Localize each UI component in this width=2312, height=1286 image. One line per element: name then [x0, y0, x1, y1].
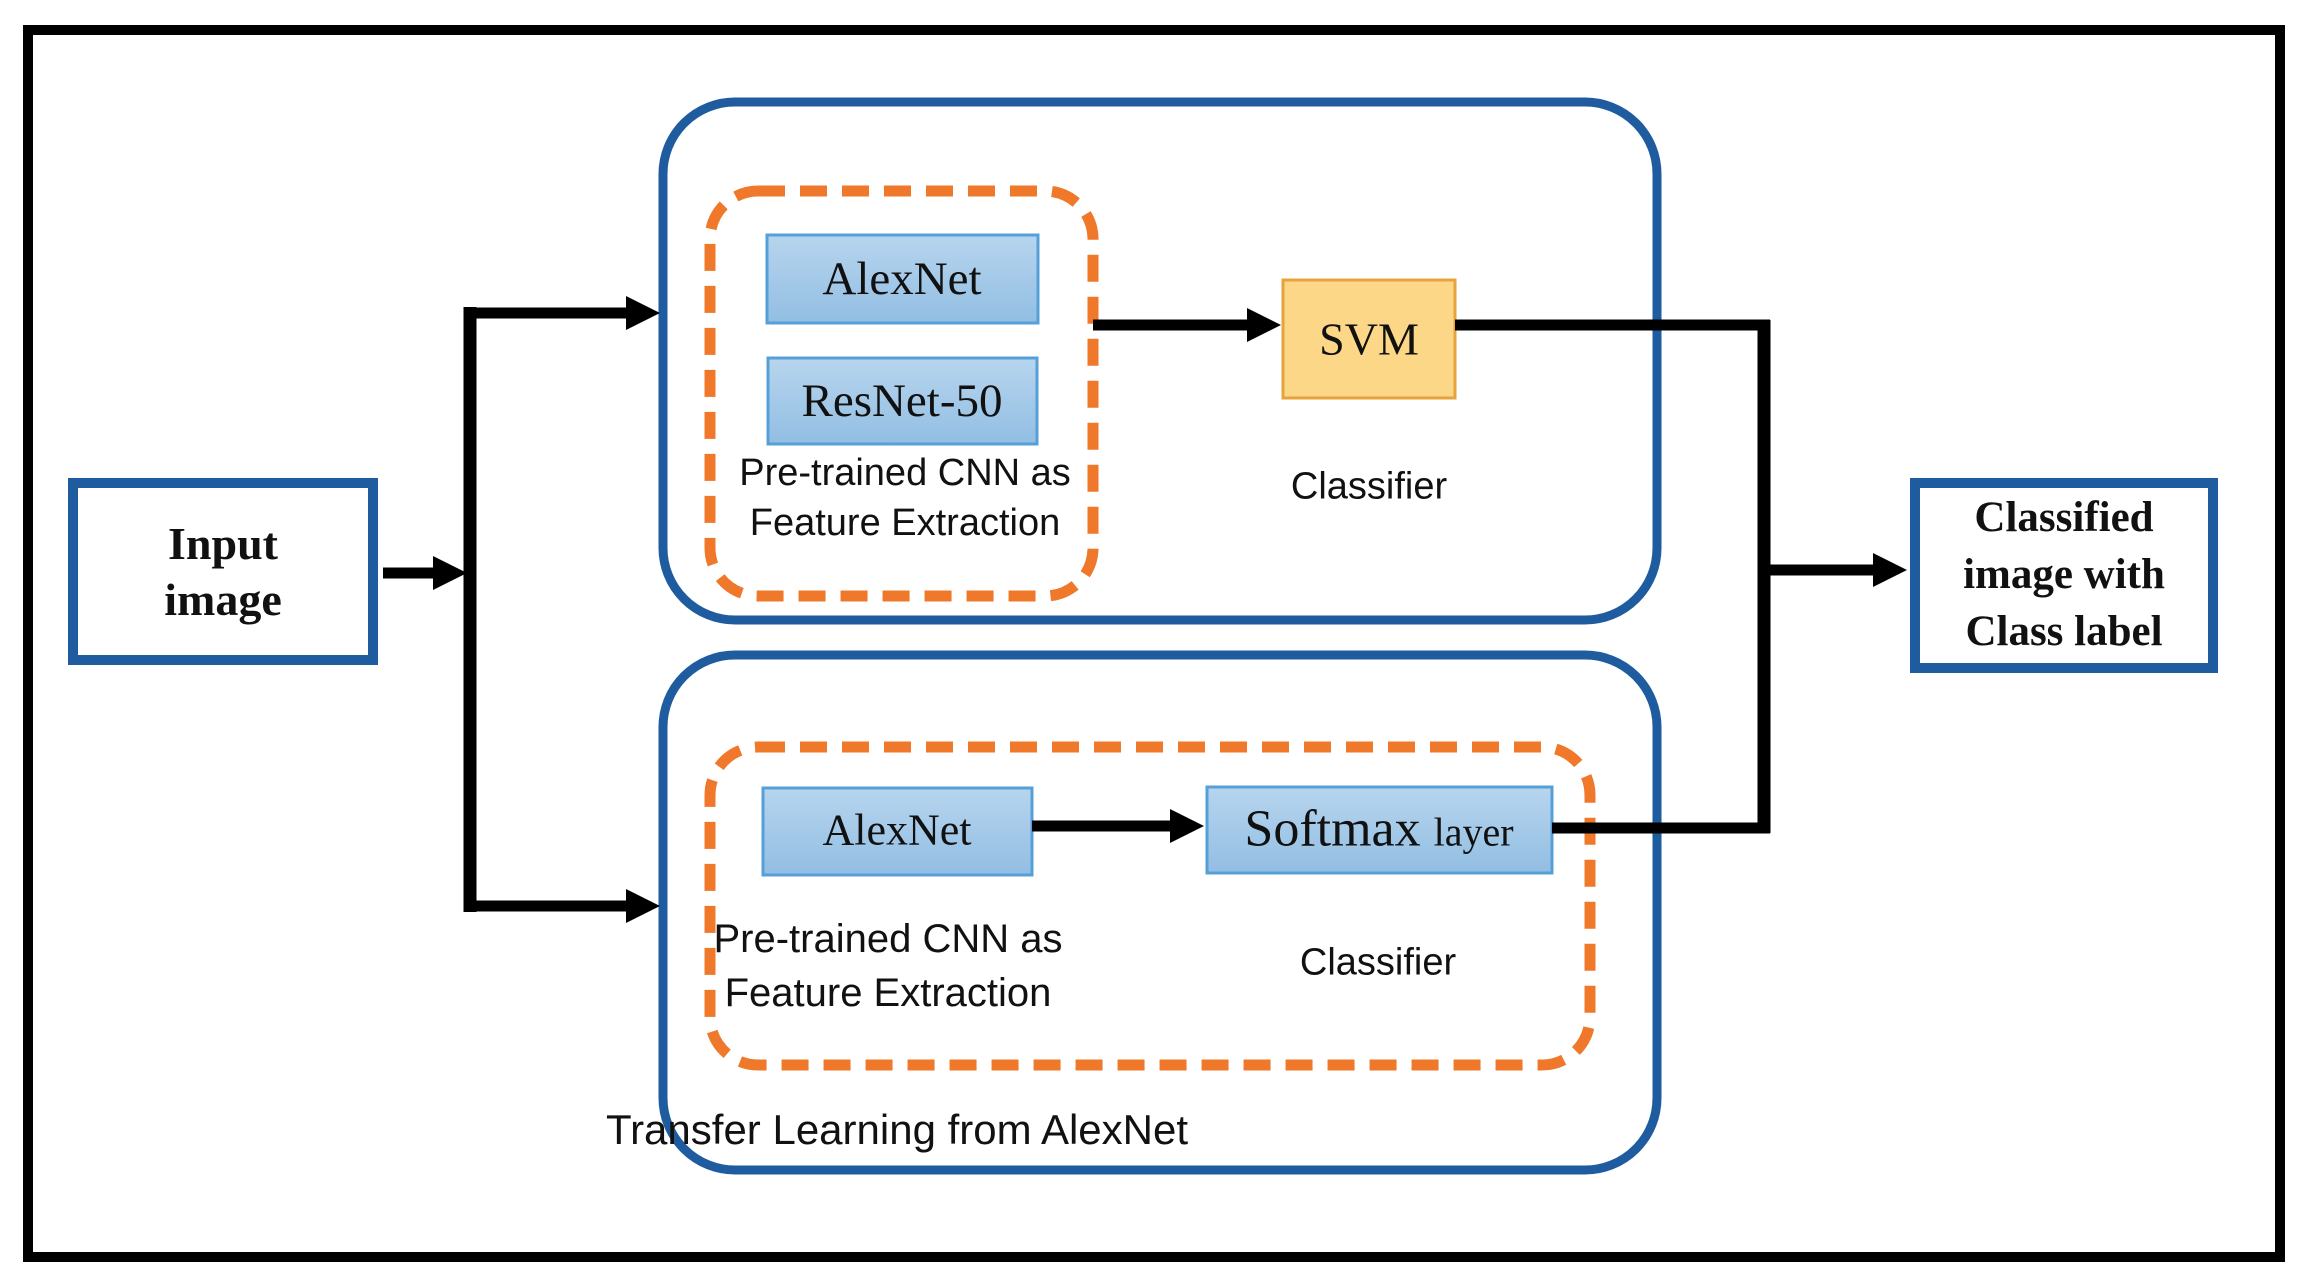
top-feature-extraction-group — [704, 185, 1099, 602]
top-feature-extraction-label: Pre-trained CNN as Feature Extraction — [739, 451, 1071, 544]
classified-output-label: Classified image with Class label — [1963, 493, 2165, 655]
input-image-label: Input image — [164, 517, 282, 625]
figure-border — [23, 25, 2285, 1262]
softmax-sub-text: layer — [1433, 809, 1514, 855]
svm-box — [1281, 278, 1457, 400]
alexnet-top-label: AlexNet — [822, 253, 982, 305]
softmax-layer-label: Softmax layer — [1244, 800, 1513, 859]
top-classifier-label: Classifier — [1290, 465, 1448, 508]
resnet50-label: ResNet-50 — [801, 375, 1003, 427]
bottom-classifier-label: Classifier — [1299, 941, 1457, 984]
arrowhead-softmax — [1170, 809, 1204, 843]
arrowhead-top-branch — [626, 296, 660, 330]
bottom-feature-extraction-group — [704, 741, 1596, 1071]
arrowhead-input — [433, 556, 467, 590]
bottom-pipeline-container — [658, 650, 1662, 1175]
transfer-learning-label: Transfer Learning from AlexNet — [605, 1106, 1189, 1153]
arrowhead-svm — [1247, 308, 1281, 342]
resnet50-box — [766, 356, 1039, 446]
softmax-layer-box — [1205, 785, 1554, 875]
bottom-feature-extraction-label: Pre-trained CNN as Feature Extraction — [713, 917, 1063, 1015]
top-pipeline-container — [658, 97, 1662, 625]
svm-label: SVM — [1319, 313, 1419, 365]
alexnet-top-box — [765, 233, 1040, 325]
softmax-main-text: Softmax — [1244, 800, 1421, 858]
arrowhead-bottom-branch — [626, 889, 660, 923]
input-image-box — [68, 478, 378, 665]
alexnet-bottom-box — [761, 786, 1034, 877]
classified-output-box — [1910, 478, 2218, 673]
alexnet-bottom-label: AlexNet — [822, 805, 972, 855]
arrowhead-output — [1873, 553, 1907, 587]
